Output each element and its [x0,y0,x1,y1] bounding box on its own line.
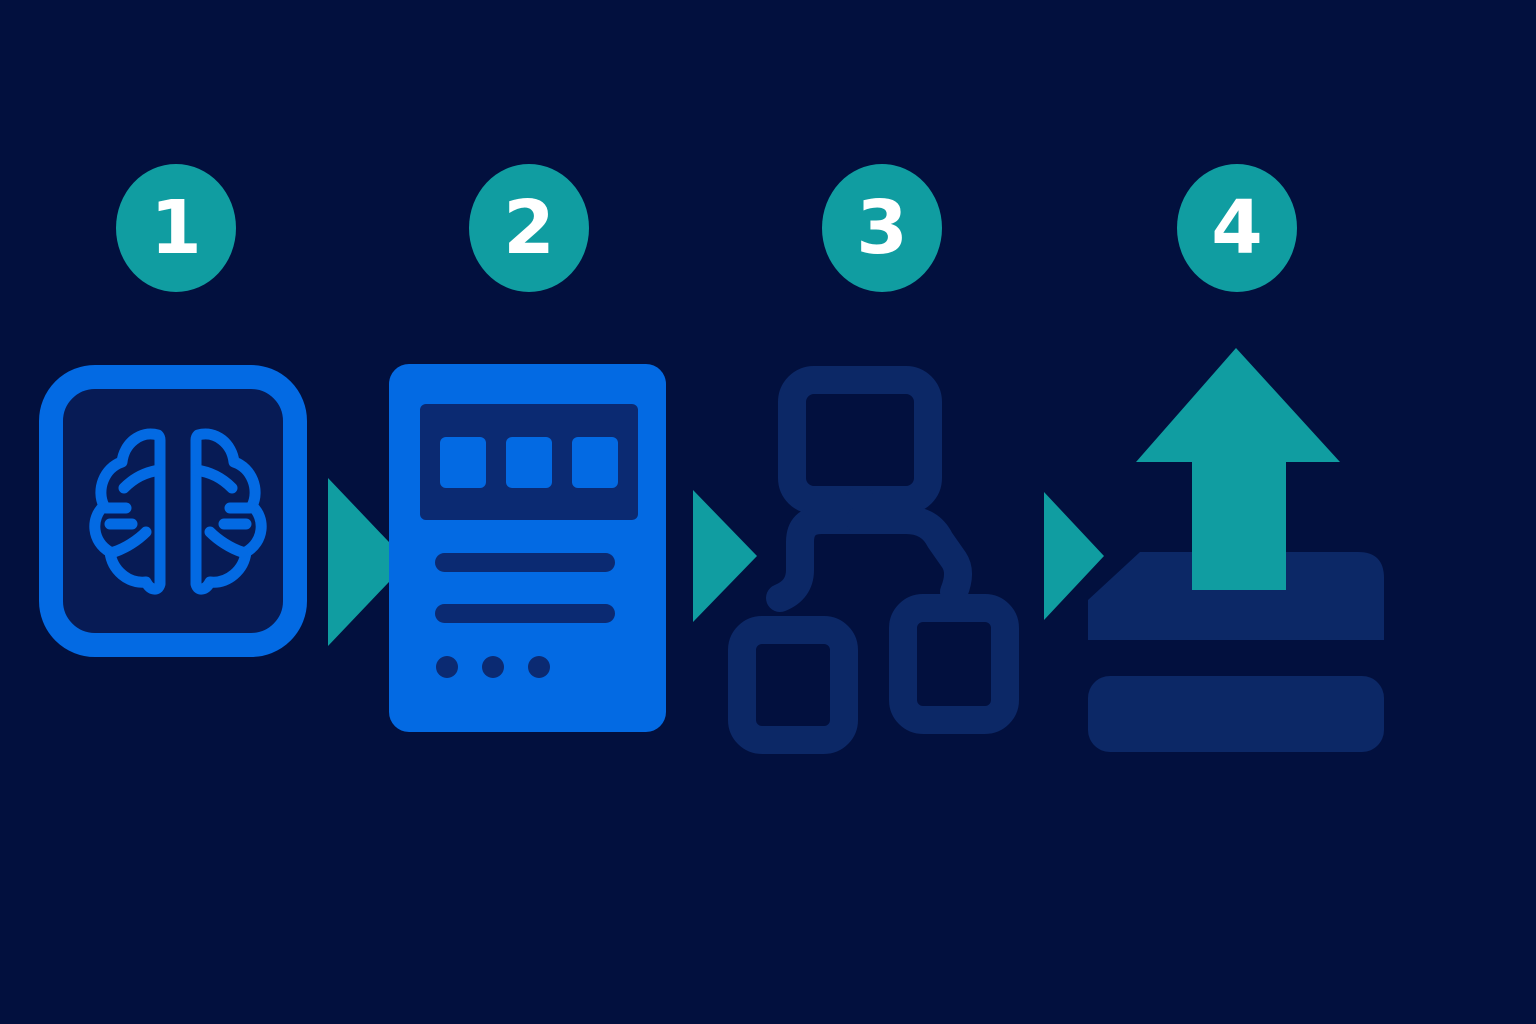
step-3-number: 3 [856,185,908,271]
connector-2-arrow [693,490,757,622]
step-2-number: 2 [503,185,555,271]
step-2-badge: 2 [469,164,589,292]
step-4-number: 4 [1211,185,1263,271]
hierarchy-icon [728,366,1019,754]
document-form-icon [389,364,666,732]
upload-icon [1088,348,1384,752]
brain-icon [39,365,307,657]
step-1-number: 1 [150,185,202,271]
step-1-badge: 1 [116,164,236,292]
connector-3-arrow [1044,492,1104,620]
step-3-badge: 3 [822,164,942,292]
step-4-badge: 4 [1177,164,1297,292]
connector-1-arrow [328,478,408,646]
